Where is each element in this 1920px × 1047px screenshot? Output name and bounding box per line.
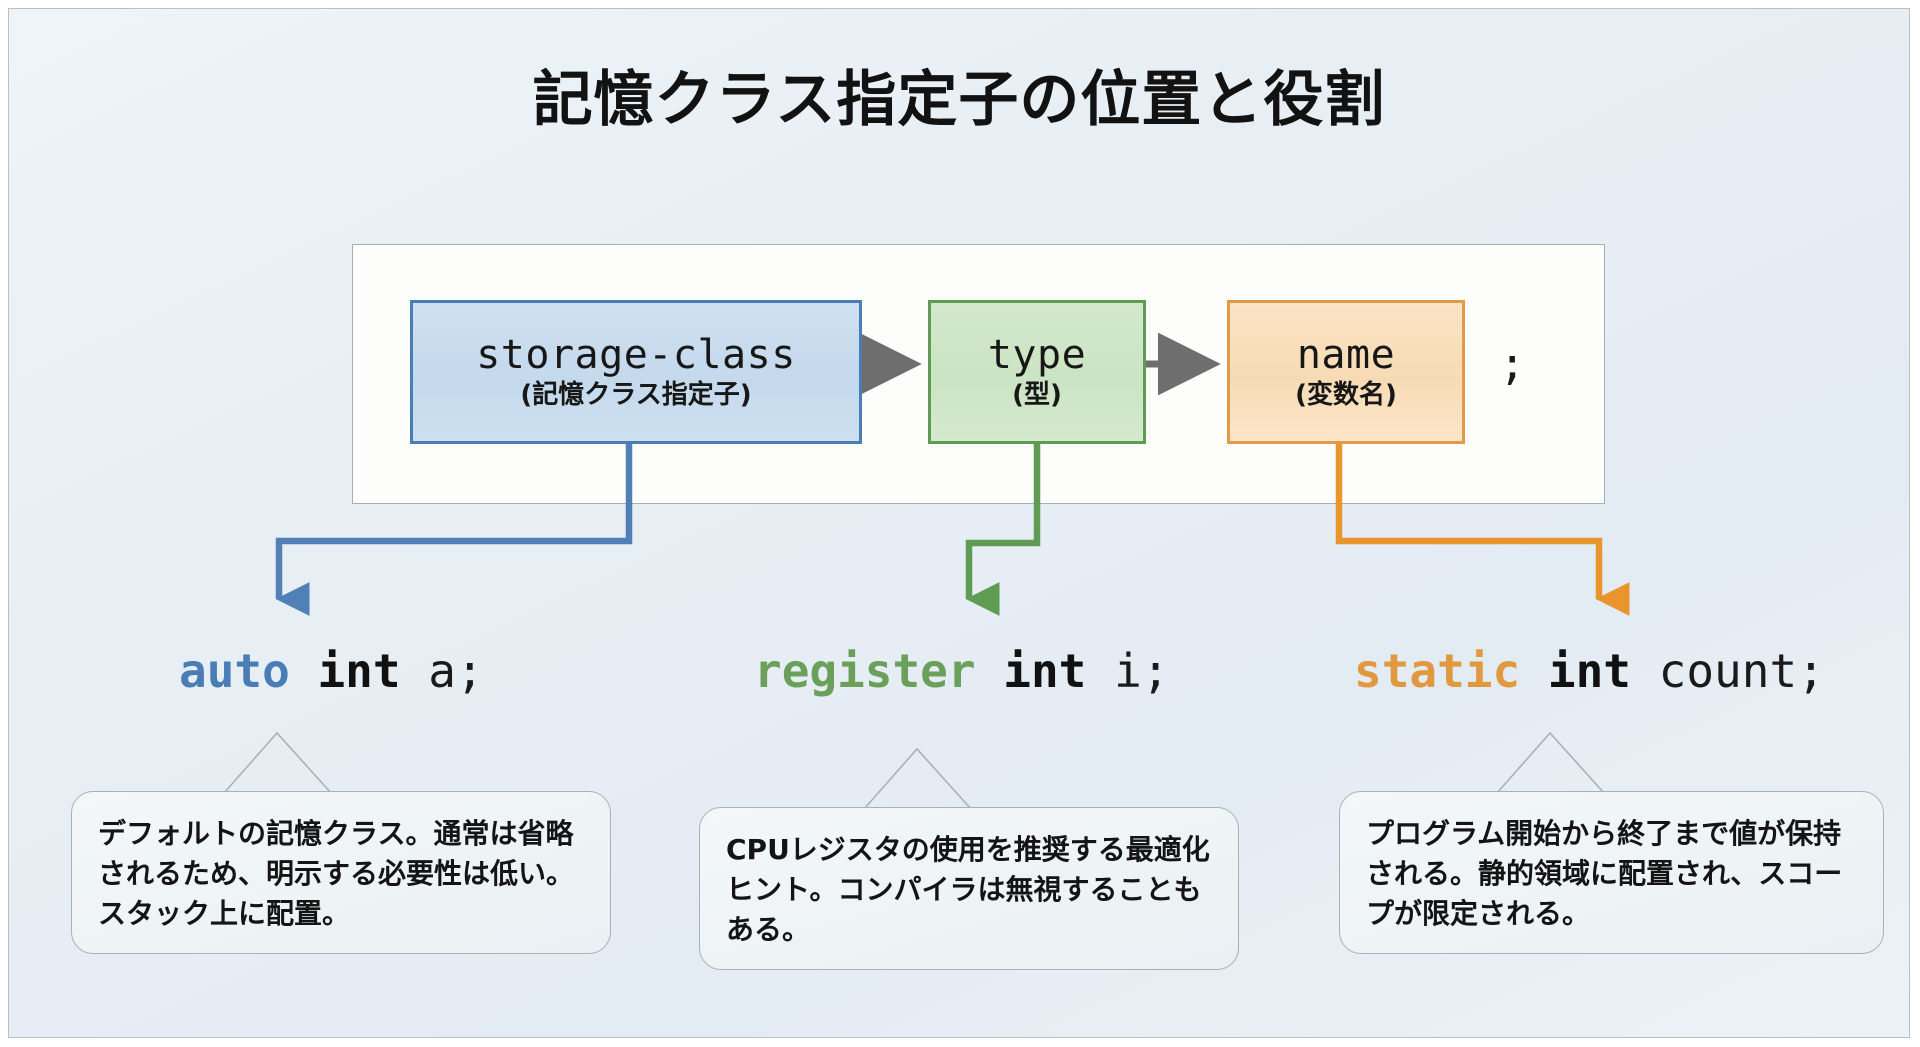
callout-register: CPUレジスタの使用を推奨する最適化ヒント。コンパイラは無視することもある。 bbox=[699, 807, 1239, 971]
page-title: 記憶クラス指定子の位置と役割 bbox=[532, 65, 1386, 135]
code-identifier-register: i; bbox=[1114, 644, 1170, 698]
code-example-register: register int i; bbox=[754, 644, 1169, 698]
code-keyword-auto: auto bbox=[179, 644, 290, 698]
code-space bbox=[1520, 644, 1548, 698]
code-identifier-static: count; bbox=[1658, 644, 1825, 698]
callout-auto: デフォルトの記憶クラス。通常は省略されるため、明示する必要性は低い。スタック上に… bbox=[71, 791, 611, 955]
diagram-canvas: 記憶クラス指定子の位置と役割 bbox=[8, 8, 1910, 1038]
bubble-tail-static bbox=[1496, 731, 1605, 794]
code-type-static: int bbox=[1547, 644, 1631, 698]
code-identifier-auto: a; bbox=[428, 644, 484, 698]
code-keyword-register: register bbox=[754, 644, 976, 698]
code-space bbox=[1631, 644, 1659, 698]
syntax-box-name-sub: (変数名) bbox=[1295, 380, 1397, 411]
code-type-register: int bbox=[1003, 644, 1087, 698]
code-example-static: static int count; bbox=[1354, 644, 1825, 698]
code-space bbox=[401, 644, 429, 698]
bubble-tail-auto bbox=[223, 731, 332, 794]
syntax-box-name-main: name bbox=[1296, 332, 1396, 379]
syntax-box-storage-class-main: storage-class bbox=[476, 332, 796, 379]
syntax-box-type-main: type bbox=[987, 332, 1087, 379]
code-space bbox=[1086, 644, 1114, 698]
statement-terminator: ; bbox=[1499, 339, 1526, 390]
syntax-box-type-sub: (型) bbox=[1012, 380, 1062, 411]
syntax-box-storage-class-sub: (記憶クラス指定子) bbox=[520, 380, 752, 411]
syntax-box-type[interactable]: type (型) bbox=[928, 300, 1146, 444]
code-space bbox=[976, 644, 1004, 698]
code-space bbox=[290, 644, 318, 698]
code-keyword-static: static bbox=[1354, 644, 1521, 698]
syntax-box-storage-class[interactable]: storage-class (記憶クラス指定子) bbox=[410, 300, 862, 444]
code-type-auto: int bbox=[317, 644, 401, 698]
callout-static: プログラム開始から終了まで値が保持される。静的領域に配置され、スコープが限定され… bbox=[1339, 791, 1884, 955]
code-example-auto: auto int a; bbox=[179, 644, 484, 698]
bubble-tail-register bbox=[863, 747, 972, 810]
syntax-box-name[interactable]: name (変数名) bbox=[1227, 300, 1465, 444]
